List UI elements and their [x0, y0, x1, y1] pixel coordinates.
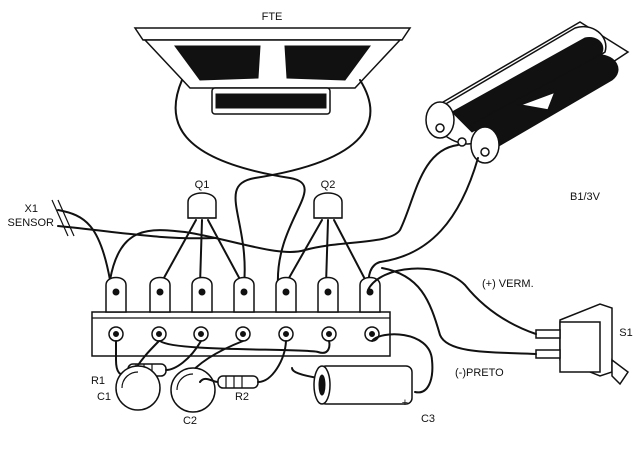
positive-wire-label: (+) VERM. [482, 278, 534, 290]
battery-wire-b [367, 157, 479, 291]
battery-label: B1/3V [570, 191, 601, 203]
resistor-r2 [199, 340, 287, 389]
speaker-label: FTE [262, 11, 283, 23]
sensor-label: SENSOR [8, 217, 55, 229]
capacitor-c1 [115, 340, 161, 411]
negative-wire-label: (-)PRETO [455, 367, 504, 379]
q1-label: Q1 [195, 179, 210, 191]
speaker-wire-1 [174, 79, 306, 286]
switch-s1 [535, 303, 630, 386]
speaker [133, 27, 412, 115]
c3-label: C3 [421, 413, 435, 425]
r1-label: R1 [91, 375, 105, 387]
q2-label: Q2 [321, 179, 336, 191]
switch-label: S1 [619, 327, 632, 339]
jumper-wire [159, 340, 331, 354]
battery-holder [425, 21, 630, 164]
c3-plus-label: + [402, 397, 408, 409]
capacitor-c3 [291, 333, 434, 405]
sensor-wire [51, 199, 216, 281]
speaker-wire-2 [234, 79, 372, 286]
x1-label: X1 [25, 203, 38, 215]
transistor-q1 [159, 192, 244, 286]
transistor-q2 [284, 192, 369, 286]
c2-label: C2 [183, 415, 197, 427]
r2-label: R2 [235, 391, 249, 403]
terminal-strip [91, 276, 391, 357]
positive-wire [367, 267, 537, 335]
c1-label: C1 [97, 391, 111, 403]
battery-wire-a [109, 144, 459, 281]
negative-wire [381, 267, 537, 355]
